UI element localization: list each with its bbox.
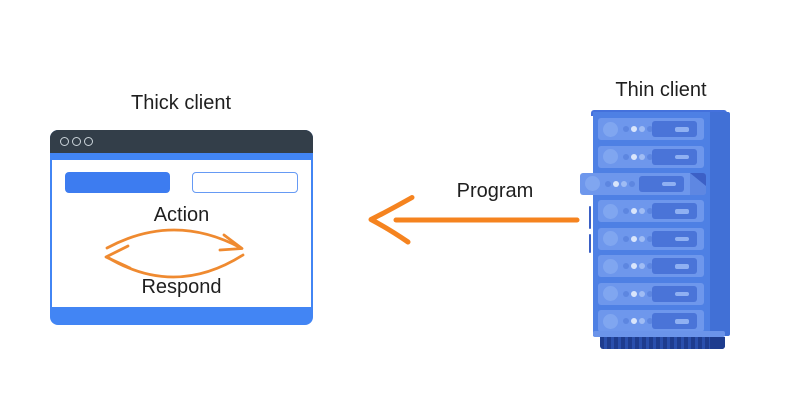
server-bottom-edge [593,331,725,337]
server-unit [598,118,704,140]
vent-dash [675,264,689,269]
server-led-dots [623,235,653,242]
server-unit [598,255,704,277]
window-control-icon [60,137,69,146]
server-side-panel [710,112,730,336]
server-knob-icon [603,121,618,137]
input-field [192,172,298,193]
server-knob-icon [603,258,618,274]
program-label: Program [456,180,534,202]
server-led-dots [623,153,653,160]
vent-dash [675,209,689,214]
server-cable [589,206,591,229]
browser-window: Action Respond [50,130,313,325]
server-vent-panel [652,258,697,274]
window-content: Action Respond [52,160,311,307]
server-knob-icon [603,203,618,219]
vent-dash [662,181,676,186]
server-vent-panel [652,148,697,165]
vent-dash [675,154,689,159]
server-led-dots [623,208,653,214]
window-control-icon [84,137,93,146]
vent-dash [675,127,689,132]
window-titlebar [50,130,313,153]
server-vent-panel [652,285,697,302]
window-toolbar-strip [50,153,313,160]
server-vent-panel [652,203,697,219]
server-unit [598,227,704,250]
server-base [600,337,725,349]
primary-button [65,172,170,193]
server-led-dots [623,290,653,297]
window-footer [50,307,313,325]
server-knob-icon [603,286,618,301]
server-led-dots [623,263,653,269]
server-knob-icon [603,313,618,329]
window-control-icon [72,137,81,146]
program-arrow [368,195,580,245]
server-unit [598,200,704,222]
vent-dash [675,236,689,241]
server-led-dots [623,126,653,132]
action-label: Action [153,204,210,226]
vent-dash [675,319,689,324]
server-led-dots [605,180,635,187]
vent-dash [675,291,689,296]
server-vent-panel [652,230,697,247]
server-knob-icon [603,231,618,246]
thin-client-title: Thin client [615,79,707,101]
server-unit-pulled [580,172,706,195]
server-knob-icon [585,176,600,191]
server-led-dots [623,318,653,324]
server-vent-panel [652,121,697,137]
server-vent-panel [639,175,684,192]
respond-label: Respond [141,276,222,298]
server-vent-panel [652,313,697,329]
server-knob-icon [603,149,618,164]
server-unit [598,282,704,305]
server-rack [575,104,735,354]
server-unit [598,310,704,332]
server-unit [598,145,704,168]
server-cable [589,234,591,253]
thick-client-title: Thick client [130,92,232,114]
corner-fold [690,172,706,195]
